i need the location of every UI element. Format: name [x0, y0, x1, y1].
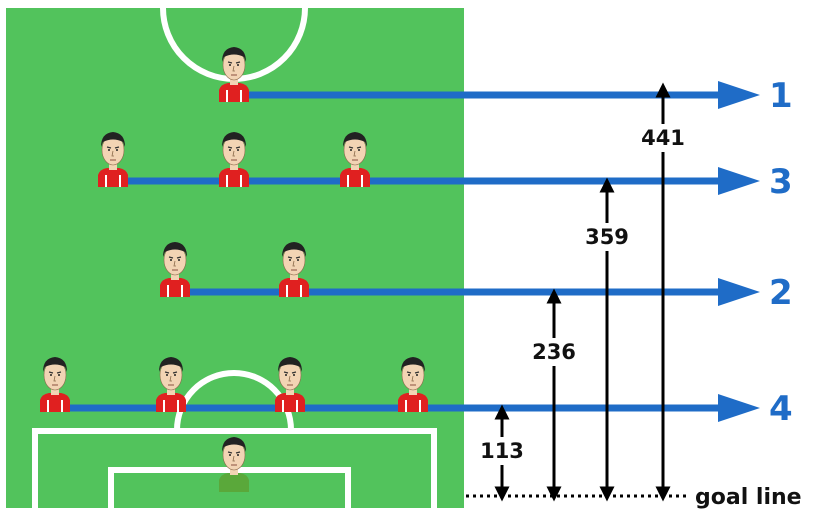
- line-arrowhead-3: [718, 167, 760, 195]
- distance-label-359: 359: [585, 225, 629, 249]
- line-arrowhead-4: [718, 394, 760, 422]
- penalty-box: [32, 428, 437, 508]
- goal-box: [108, 467, 351, 508]
- distance-label-113: 113: [480, 439, 524, 463]
- line-count-label-1: 1: [769, 76, 793, 116]
- distance-label-236: 236: [532, 340, 576, 364]
- line-count-labels: 1 3 2 4: [769, 76, 793, 429]
- distance-label-bg-236: [531, 338, 577, 366]
- distance-measures: 441 359 236 113: [479, 82, 686, 502]
- distance-label-bg-359: [584, 223, 630, 251]
- line-count-label-4: 4: [769, 389, 793, 429]
- goal-line-label: goal line: [695, 485, 802, 510]
- distance-label-441: 441: [641, 126, 685, 150]
- line-count-label-2: 2: [769, 273, 793, 313]
- distance-label-bg-441: [640, 124, 686, 152]
- line-count-label-3: 3: [769, 162, 793, 202]
- line-arrowhead-1: [718, 81, 760, 109]
- line-arrowhead-2: [718, 278, 760, 306]
- distance-label-bg-113: [479, 437, 525, 465]
